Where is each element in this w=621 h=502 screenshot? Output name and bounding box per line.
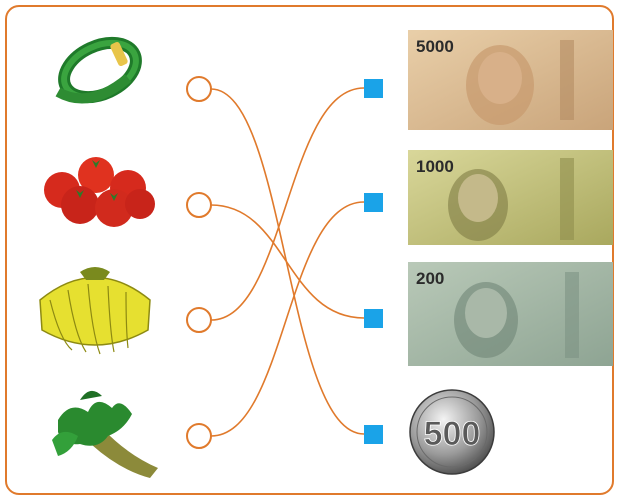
match-line-3 bbox=[210, 87, 365, 321]
banknote-1000: 1000 bbox=[408, 150, 613, 245]
item-circle-1[interactable] bbox=[186, 76, 212, 102]
item-circles bbox=[186, 76, 212, 449]
banknote-2000: 200 bbox=[408, 262, 613, 366]
match-lines bbox=[210, 87, 365, 437]
match-line-2 bbox=[210, 204, 365, 319]
coin-500-value: 500 bbox=[424, 415, 481, 453]
item-circle-3[interactable] bbox=[186, 307, 212, 333]
money-square-2[interactable] bbox=[364, 193, 383, 212]
banknote-2000-value: 200 bbox=[416, 269, 444, 288]
banknote-1000-value: 1000 bbox=[416, 157, 454, 176]
spinach-icon bbox=[52, 390, 158, 478]
tomato-icon bbox=[44, 157, 155, 227]
match-line-4 bbox=[210, 201, 365, 437]
long-bean-icon bbox=[55, 36, 142, 104]
money-square-4[interactable] bbox=[364, 425, 383, 444]
item-circle-4[interactable] bbox=[186, 423, 212, 449]
money-squares bbox=[364, 79, 383, 444]
banana-icon bbox=[39, 267, 151, 355]
coin-500: 500 bbox=[409, 389, 495, 475]
money-square-1[interactable] bbox=[364, 79, 383, 98]
match-line-1 bbox=[210, 88, 365, 435]
item-circle-2[interactable] bbox=[186, 192, 212, 218]
money-square-3[interactable] bbox=[364, 309, 383, 328]
banknote-5000: 5000 bbox=[408, 30, 613, 130]
worksheet-frame bbox=[5, 5, 614, 495]
banknote-5000-value: 5000 bbox=[416, 37, 454, 56]
